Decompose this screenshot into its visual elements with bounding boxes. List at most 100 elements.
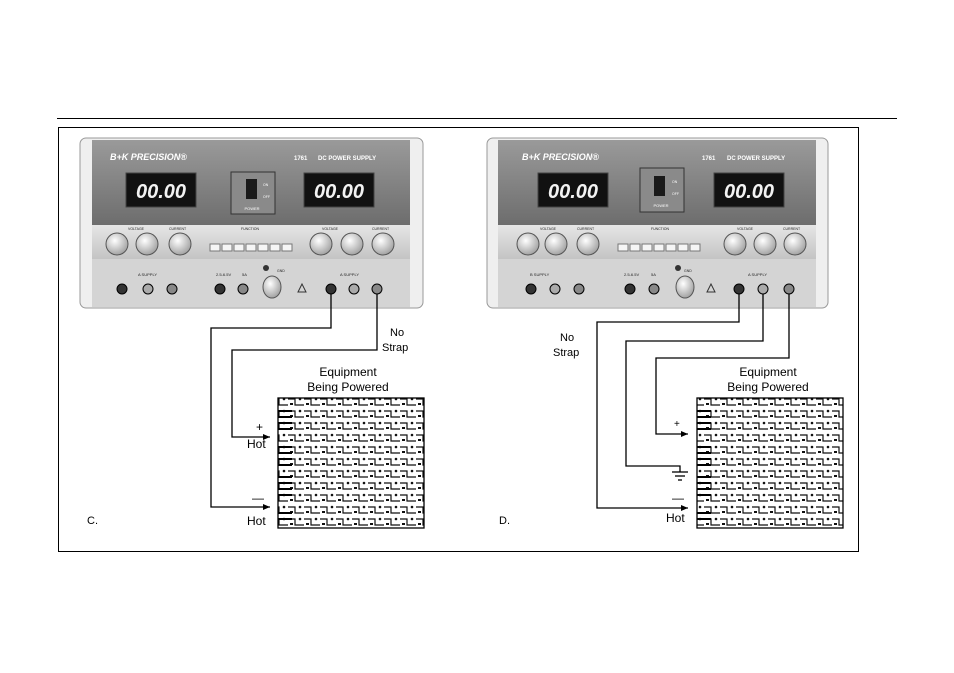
svg-text:OFF: OFF: [263, 195, 270, 199]
function-button[interactable]: [221, 243, 233, 252]
current-knob[interactable]: [576, 232, 600, 256]
terminal-negative[interactable]: [116, 283, 128, 295]
wiring-d: [596, 294, 790, 509]
svg-text:GND: GND: [277, 269, 285, 273]
equipment-subtitle: Being Powered: [307, 380, 388, 394]
warning-icon: [706, 282, 716, 293]
output-switch[interactable]: [675, 275, 695, 299]
function-button[interactable]: [629, 243, 641, 252]
voltage-knob-fine-right[interactable]: [340, 232, 364, 256]
svg-text:VOLTAGE: VOLTAGE: [128, 227, 145, 231]
voltage-knob-coarse[interactable]: [516, 232, 540, 256]
circuit-board: [277, 397, 425, 529]
svg-text:A SUPPLY: A SUPPLY: [340, 272, 359, 277]
strap-label: Strap: [553, 347, 579, 359]
voltage-knob-coarse[interactable]: [105, 232, 129, 256]
voltage-knob-fine[interactable]: [544, 232, 568, 256]
function-button[interactable]: [281, 243, 293, 252]
voltage-knob-coarse-right[interactable]: [723, 232, 747, 256]
function-button[interactable]: [677, 243, 689, 252]
terminal-positive[interactable]: [371, 283, 383, 295]
svg-text:2.5-6.5V: 2.5-6.5V: [216, 272, 231, 277]
svg-text:ON: ON: [263, 183, 269, 187]
current-knob[interactable]: [168, 232, 192, 256]
function-buttons: [209, 243, 293, 252]
hot-label: Hot: [247, 437, 266, 451]
left-display-value: 00.00: [136, 181, 186, 203]
function-button[interactable]: [245, 243, 257, 252]
voltage-knob-fine-right[interactable]: [753, 232, 777, 256]
terminal-positive[interactable]: [166, 283, 178, 295]
brand-logo: B+K PRECISION®: [522, 152, 599, 162]
function-buttons: [617, 243, 701, 252]
terminal-ground[interactable]: [757, 283, 769, 295]
terminal-ground[interactable]: [549, 283, 561, 295]
arrow-icon: [681, 505, 688, 511]
function-button[interactable]: [641, 243, 653, 252]
svg-text:OFF: OFF: [672, 192, 679, 196]
wire-negative: [596, 294, 740, 509]
brand-logo: B+K PRECISION®: [110, 152, 187, 162]
ground-icon: [672, 471, 688, 481]
current-knob-right[interactable]: [371, 232, 395, 256]
minus-sign: —: [672, 491, 684, 505]
plus-sign: +: [674, 419, 680, 430]
figure-frame: [58, 127, 859, 552]
terminal-negative[interactable]: [525, 283, 537, 295]
left-display-value: 00.00: [548, 181, 598, 203]
power-supply-c: B+K PRECISION® 1761 DC POWER SUPPLY 00.0…: [79, 137, 424, 309]
svg-text:CURRENT: CURRENT: [372, 227, 390, 231]
panel-letter: C.: [87, 515, 98, 527]
terminal-ground[interactable]: [142, 283, 154, 295]
power-label: POWER: [244, 206, 259, 211]
svg-text:VOLTAGE: VOLTAGE: [737, 227, 754, 231]
pcb-edge-connector: [278, 410, 292, 520]
voltage-knob-fine[interactable]: [135, 232, 159, 256]
hot-label: Hot: [666, 511, 685, 525]
model-number: 1761: [702, 156, 716, 162]
power-switch[interactable]: [246, 179, 257, 199]
current-knob-right[interactable]: [783, 232, 807, 256]
power-switch[interactable]: [654, 176, 665, 196]
terminal-ground[interactable]: [348, 283, 360, 295]
svg-text:CURRENT: CURRENT: [783, 227, 801, 231]
terminal-negative[interactable]: [624, 283, 636, 295]
terminal-negative[interactable]: [325, 283, 337, 295]
output-switch[interactable]: [262, 275, 282, 299]
strap-label: No: [390, 327, 404, 339]
terminal-negative[interactable]: [214, 283, 226, 295]
right-display-value: 00.00: [314, 181, 364, 203]
svg-text:FUNCTION: FUNCTION: [241, 227, 260, 231]
function-button[interactable]: [665, 243, 677, 252]
right-display: [713, 172, 785, 208]
power-label: POWER: [653, 203, 668, 208]
svg-text:VOLTAGE: VOLTAGE: [322, 227, 339, 231]
model-number: 1761: [294, 156, 308, 162]
strap-label: Strap: [382, 342, 408, 354]
equipment-title: Equipment: [739, 365, 797, 379]
power-supply-d: B+K PRECISION® 1761 DC POWER SUPPLY 00.0…: [486, 137, 829, 309]
function-button[interactable]: [233, 243, 245, 252]
arrow-icon: [681, 431, 688, 437]
terminal-positive[interactable]: [783, 283, 795, 295]
panel-c: B+K PRECISION® 1761 DC POWER SUPPLY 00.0…: [79, 137, 425, 529]
function-button[interactable]: [653, 243, 665, 252]
svg-text:A SUPPLY: A SUPPLY: [748, 272, 767, 277]
function-button[interactable]: [209, 243, 221, 252]
function-button[interactable]: [689, 243, 701, 252]
minus-sign: —: [252, 491, 264, 505]
pcb-edge-connector: [697, 410, 711, 520]
terminal-positive[interactable]: [648, 283, 660, 295]
left-display: [537, 172, 609, 208]
function-button[interactable]: [617, 243, 629, 252]
svg-text:CURRENT: CURRENT: [577, 227, 595, 231]
function-button[interactable]: [269, 243, 281, 252]
terminal-negative[interactable]: [733, 283, 745, 295]
voltage-knob-coarse-right[interactable]: [309, 232, 333, 256]
panel-d: B+K PRECISION® 1761 DC POWER SUPPLY 00.0…: [486, 137, 844, 529]
plus-sign: +: [256, 420, 263, 434]
terminal-positive[interactable]: [573, 283, 585, 295]
function-button[interactable]: [257, 243, 269, 252]
svg-text:2.5-6.5V: 2.5-6.5V: [624, 272, 639, 277]
terminal-positive[interactable]: [237, 283, 249, 295]
